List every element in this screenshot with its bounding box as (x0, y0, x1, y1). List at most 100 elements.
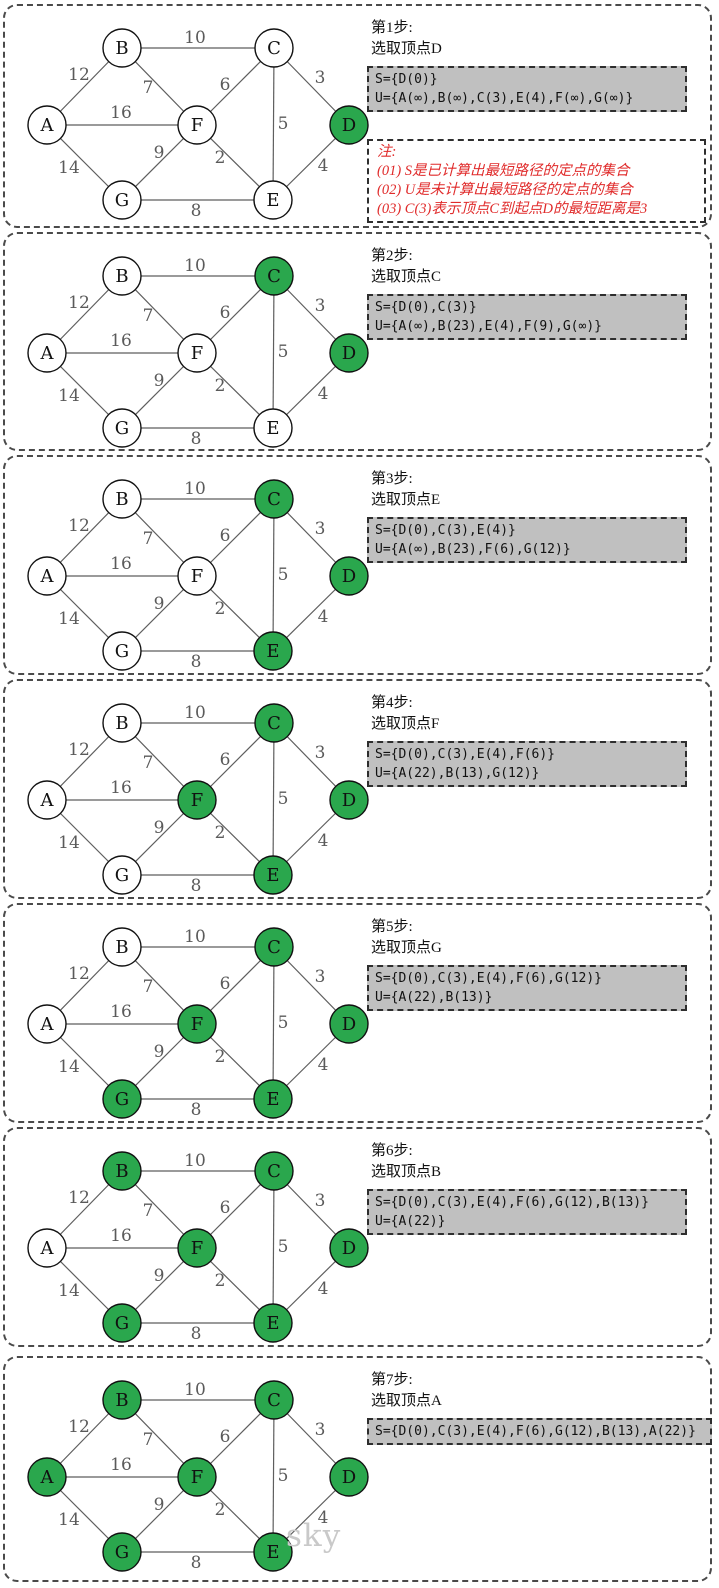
edge-weight-D-E: 4 (318, 831, 329, 851)
graph-node-E (253, 408, 293, 448)
graph-node-D-selected (329, 556, 369, 596)
step-title: 第3步:选取顶点E (371, 469, 440, 511)
u-set-line: U={A(22)} (375, 1214, 446, 1229)
edge-weight-A-G: 14 (58, 158, 80, 178)
step-title: 第4步:选取顶点F (371, 693, 439, 735)
edge-weight-C-D: 3 (315, 519, 326, 539)
graph-node-B-selected (102, 1151, 142, 1191)
step-title: 第5步: 选取顶点G (371, 917, 442, 959)
edge-weight-A-F: 16 (110, 331, 132, 351)
s-set-line: S={D(0),C(3),E(4),F(6),G(12),B(13),A(22)… (375, 1424, 696, 1439)
edge-weight-C-D: 3 (315, 1420, 326, 1440)
edge-weight-A-G: 14 (58, 386, 80, 406)
edge-weight-C-D: 3 (315, 1191, 326, 1211)
note-line-1: (01) S是已计算出最短路径的定点的集合 (377, 163, 630, 179)
graph-node-label-E: E (266, 190, 279, 211)
edge-C-E (272, 498, 275, 652)
graph-node-E (253, 180, 293, 220)
graph-node-label-C: C (267, 1390, 281, 1411)
graph-node-label-D: D (342, 1014, 356, 1035)
set-status-box: S={D(0),C(3),E(4),F(6),G(12),B(13)}U={A(… (367, 1189, 687, 1235)
edge-weight-C-D: 3 (315, 296, 326, 316)
edge-weight-D-E: 4 (318, 1508, 329, 1528)
u-set-line: U={A(∞),B(∞),C(3),E(4),F(∞),G(∞)} (375, 91, 634, 106)
s-set-line: S={D(0),C(3),E(4)} (375, 523, 516, 538)
graph-node-G (102, 408, 142, 448)
edge-weight-A-B: 12 (68, 1417, 90, 1437)
step-number-label: 第4步: (371, 695, 413, 711)
graph-node-A (27, 780, 67, 820)
edge-weight-C-D: 3 (315, 68, 326, 88)
edge-weight-C-E: 5 (278, 114, 289, 134)
edge-weight-B-C: 10 (184, 1151, 206, 1171)
edge-weight-D-E: 4 (318, 384, 329, 404)
graph-node-label-D: D (342, 566, 356, 587)
edge-weight-G-E: 8 (191, 1100, 202, 1120)
graph-node-F (177, 105, 217, 145)
edge-C-E (272, 275, 275, 429)
step-number-label: 第7步: (371, 1372, 413, 1388)
graph-node-label-C: C (267, 1161, 281, 1182)
pick-vertex-label: 选取顶点A (371, 1393, 442, 1409)
graph-node-C (254, 28, 294, 68)
edge-weight-A-G: 14 (58, 1510, 80, 1530)
edge-weight-B-C: 10 (184, 479, 206, 499)
edge-weight-C-E: 5 (278, 565, 289, 585)
set-status-box: S={D(0),C(3),E(4),F(6),G(12)}U={A(22),B(… (367, 965, 687, 1011)
graph-node-label-G: G (115, 865, 129, 886)
graph-node-G (102, 631, 142, 671)
edge-weight-A-G: 14 (58, 1281, 80, 1301)
graph-node-D-selected (329, 105, 369, 145)
edge-C-E (272, 946, 275, 1100)
graph-node-label-G: G (115, 1313, 129, 1334)
edge-weight-B-C: 10 (184, 927, 206, 947)
edge-weight-C-F: 6 (220, 303, 231, 323)
edge-weight-D-E: 4 (318, 607, 329, 627)
edge-weight-B-C: 10 (184, 703, 206, 723)
edge-C-E (272, 1170, 275, 1324)
graph-node-label-C: C (267, 713, 281, 734)
graph-node-G (102, 855, 142, 895)
edge-weight-G-E: 8 (191, 1553, 202, 1573)
graph-node-B-selected (102, 1380, 142, 1420)
edge-weight-G-E: 8 (191, 201, 202, 221)
edge-weight-F-G: 9 (154, 818, 165, 838)
graph-node-F (177, 556, 217, 596)
edge-weight-A-G: 14 (58, 609, 80, 629)
edge-weight-A-F: 16 (110, 1002, 132, 1022)
edge-weight-C-D: 3 (315, 967, 326, 987)
u-set-line: U={A(∞),B(23),E(4),F(9),G(∞)} (375, 319, 602, 334)
s-set-line: S={D(0),C(3),E(4),F(6),G(12)} (375, 971, 602, 986)
edge-weight-A-F: 16 (110, 778, 132, 798)
edge-weight-F-E: 2 (215, 376, 226, 396)
graph-node-label-D: D (342, 1238, 356, 1259)
graph-node-E-selected (253, 855, 293, 895)
edge-weight-D-E: 4 (318, 1055, 329, 1075)
edge-weight-C-F: 6 (220, 526, 231, 546)
edge-weight-G-E: 8 (191, 876, 202, 896)
graph-node-label-B: B (115, 1161, 128, 1182)
graph-node-A (27, 1228, 67, 1268)
graph-node-label-C: C (267, 937, 281, 958)
step-number-label: 第5步: (371, 919, 413, 935)
graph-node-label-E: E (266, 1542, 279, 1563)
pick-vertex-label: 选取顶点G (371, 940, 442, 956)
graph-node-F-selected (177, 1004, 217, 1044)
graph-node-label-G: G (115, 641, 129, 662)
graph-node-label-G: G (115, 1542, 129, 1563)
graph-node-label-B: B (115, 1390, 128, 1411)
graph-node-A (27, 333, 67, 373)
watermark-text: sky (286, 1518, 342, 1554)
pick-vertex-label: 选取顶点E (371, 492, 441, 508)
edge-weight-A-F: 16 (110, 554, 132, 574)
set-status-box: S={D(0),C(3)}U={A(∞),B(23),E(4),F(9),G(∞… (367, 294, 687, 340)
graph-node-C-selected (254, 703, 294, 743)
graph-node-label-D: D (342, 790, 356, 811)
edge-weight-F-G: 9 (154, 371, 165, 391)
graph-node-D-selected (329, 1228, 369, 1268)
edge-C-E (272, 47, 275, 201)
